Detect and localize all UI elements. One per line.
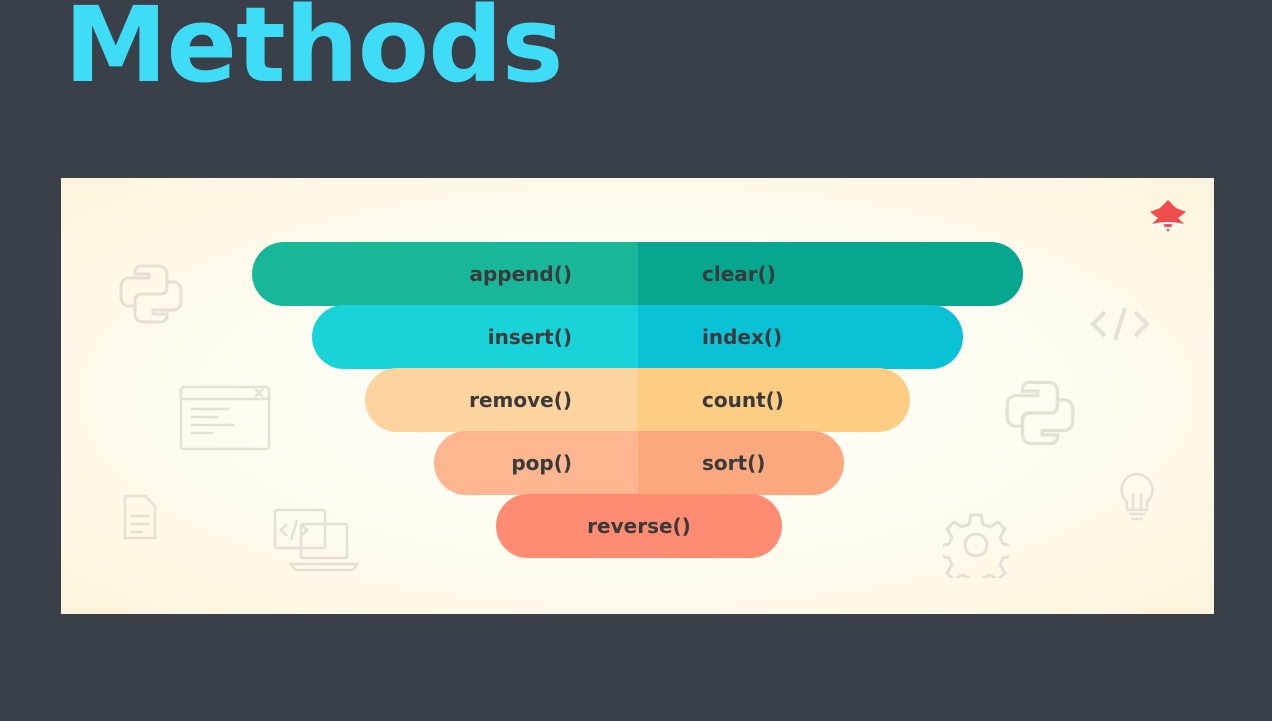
funnel-row-4: pop() sort() xyxy=(434,431,844,495)
methods-funnel-image: append() clear() insert() index() remove… xyxy=(61,178,1214,614)
code-window-icon xyxy=(179,385,271,451)
method-reverse: reverse() xyxy=(587,514,691,538)
method-count: count() xyxy=(638,368,910,432)
funnel-row-3: remove() count() xyxy=(365,368,910,432)
document-icon xyxy=(123,494,157,540)
method-index: index() xyxy=(638,305,963,369)
method-append: append() xyxy=(252,242,638,306)
method-sort: sort() xyxy=(638,431,844,495)
funnel-row-5: reverse() xyxy=(496,494,782,558)
python-logo-icon xyxy=(1005,378,1075,448)
laptop-code-icon xyxy=(271,508,361,574)
method-remove: remove() xyxy=(365,368,638,432)
funnel-row-1: append() clear() xyxy=(252,242,1023,306)
method-insert: insert() xyxy=(312,305,638,369)
funnel-row-2: insert() index() xyxy=(312,305,963,369)
brand-logo-icon xyxy=(1148,198,1188,241)
code-brackets-icon xyxy=(1091,306,1149,342)
gear-icon xyxy=(943,512,1009,578)
slide-title: Methods xyxy=(64,0,564,106)
python-logo-icon xyxy=(119,262,183,326)
lightbulb-icon xyxy=(1119,472,1155,524)
method-pop: pop() xyxy=(434,431,638,495)
method-clear: clear() xyxy=(638,242,1023,306)
